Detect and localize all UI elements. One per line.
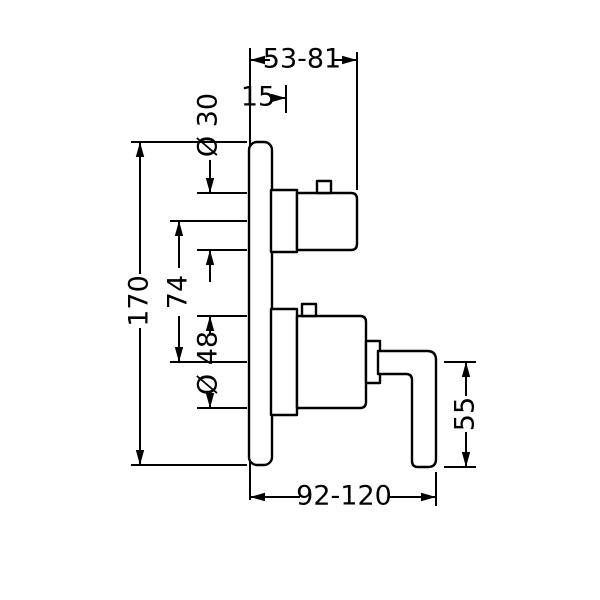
dim-label-top-depth: 53-81 xyxy=(263,44,341,75)
lower-control-index-tab xyxy=(300,302,318,318)
dim-label-plate-height: 170 xyxy=(124,275,155,327)
fixture-side-view xyxy=(247,140,438,469)
wall-plate xyxy=(247,140,274,467)
top-control-flange xyxy=(269,188,299,254)
dim-label-lever-drop: 55 xyxy=(450,397,481,431)
dim-label-top-knob-diameter: Ø 30 xyxy=(193,93,224,157)
dim-label-plate-offset: 15 xyxy=(241,82,275,113)
dim-bottom-depth: 92-120 xyxy=(250,472,437,512)
top-control-index-tab xyxy=(315,179,333,195)
dim-plate-height: 170 xyxy=(124,141,247,466)
dim-label-lower-knob-diameter: Ø 48 xyxy=(193,331,224,395)
dim-label-bottom-depth: 92-120 xyxy=(296,481,392,512)
top-control-body xyxy=(295,191,359,252)
dim-top-depth: 53-81 xyxy=(250,44,358,190)
lower-control-flange xyxy=(269,307,299,417)
lower-control-body xyxy=(295,314,368,410)
dim-top-knob-diameter: Ø 30 xyxy=(193,93,247,282)
dim-center-distance: 74 xyxy=(163,220,247,363)
dim-lower-knob-diameter: Ø 48 xyxy=(193,315,247,409)
dim-lever-drop: 55 xyxy=(444,361,481,468)
dim-label-center-distance: 74 xyxy=(163,275,194,309)
dim-plate-offset: 15 xyxy=(241,82,287,113)
lever-handle xyxy=(376,349,438,469)
